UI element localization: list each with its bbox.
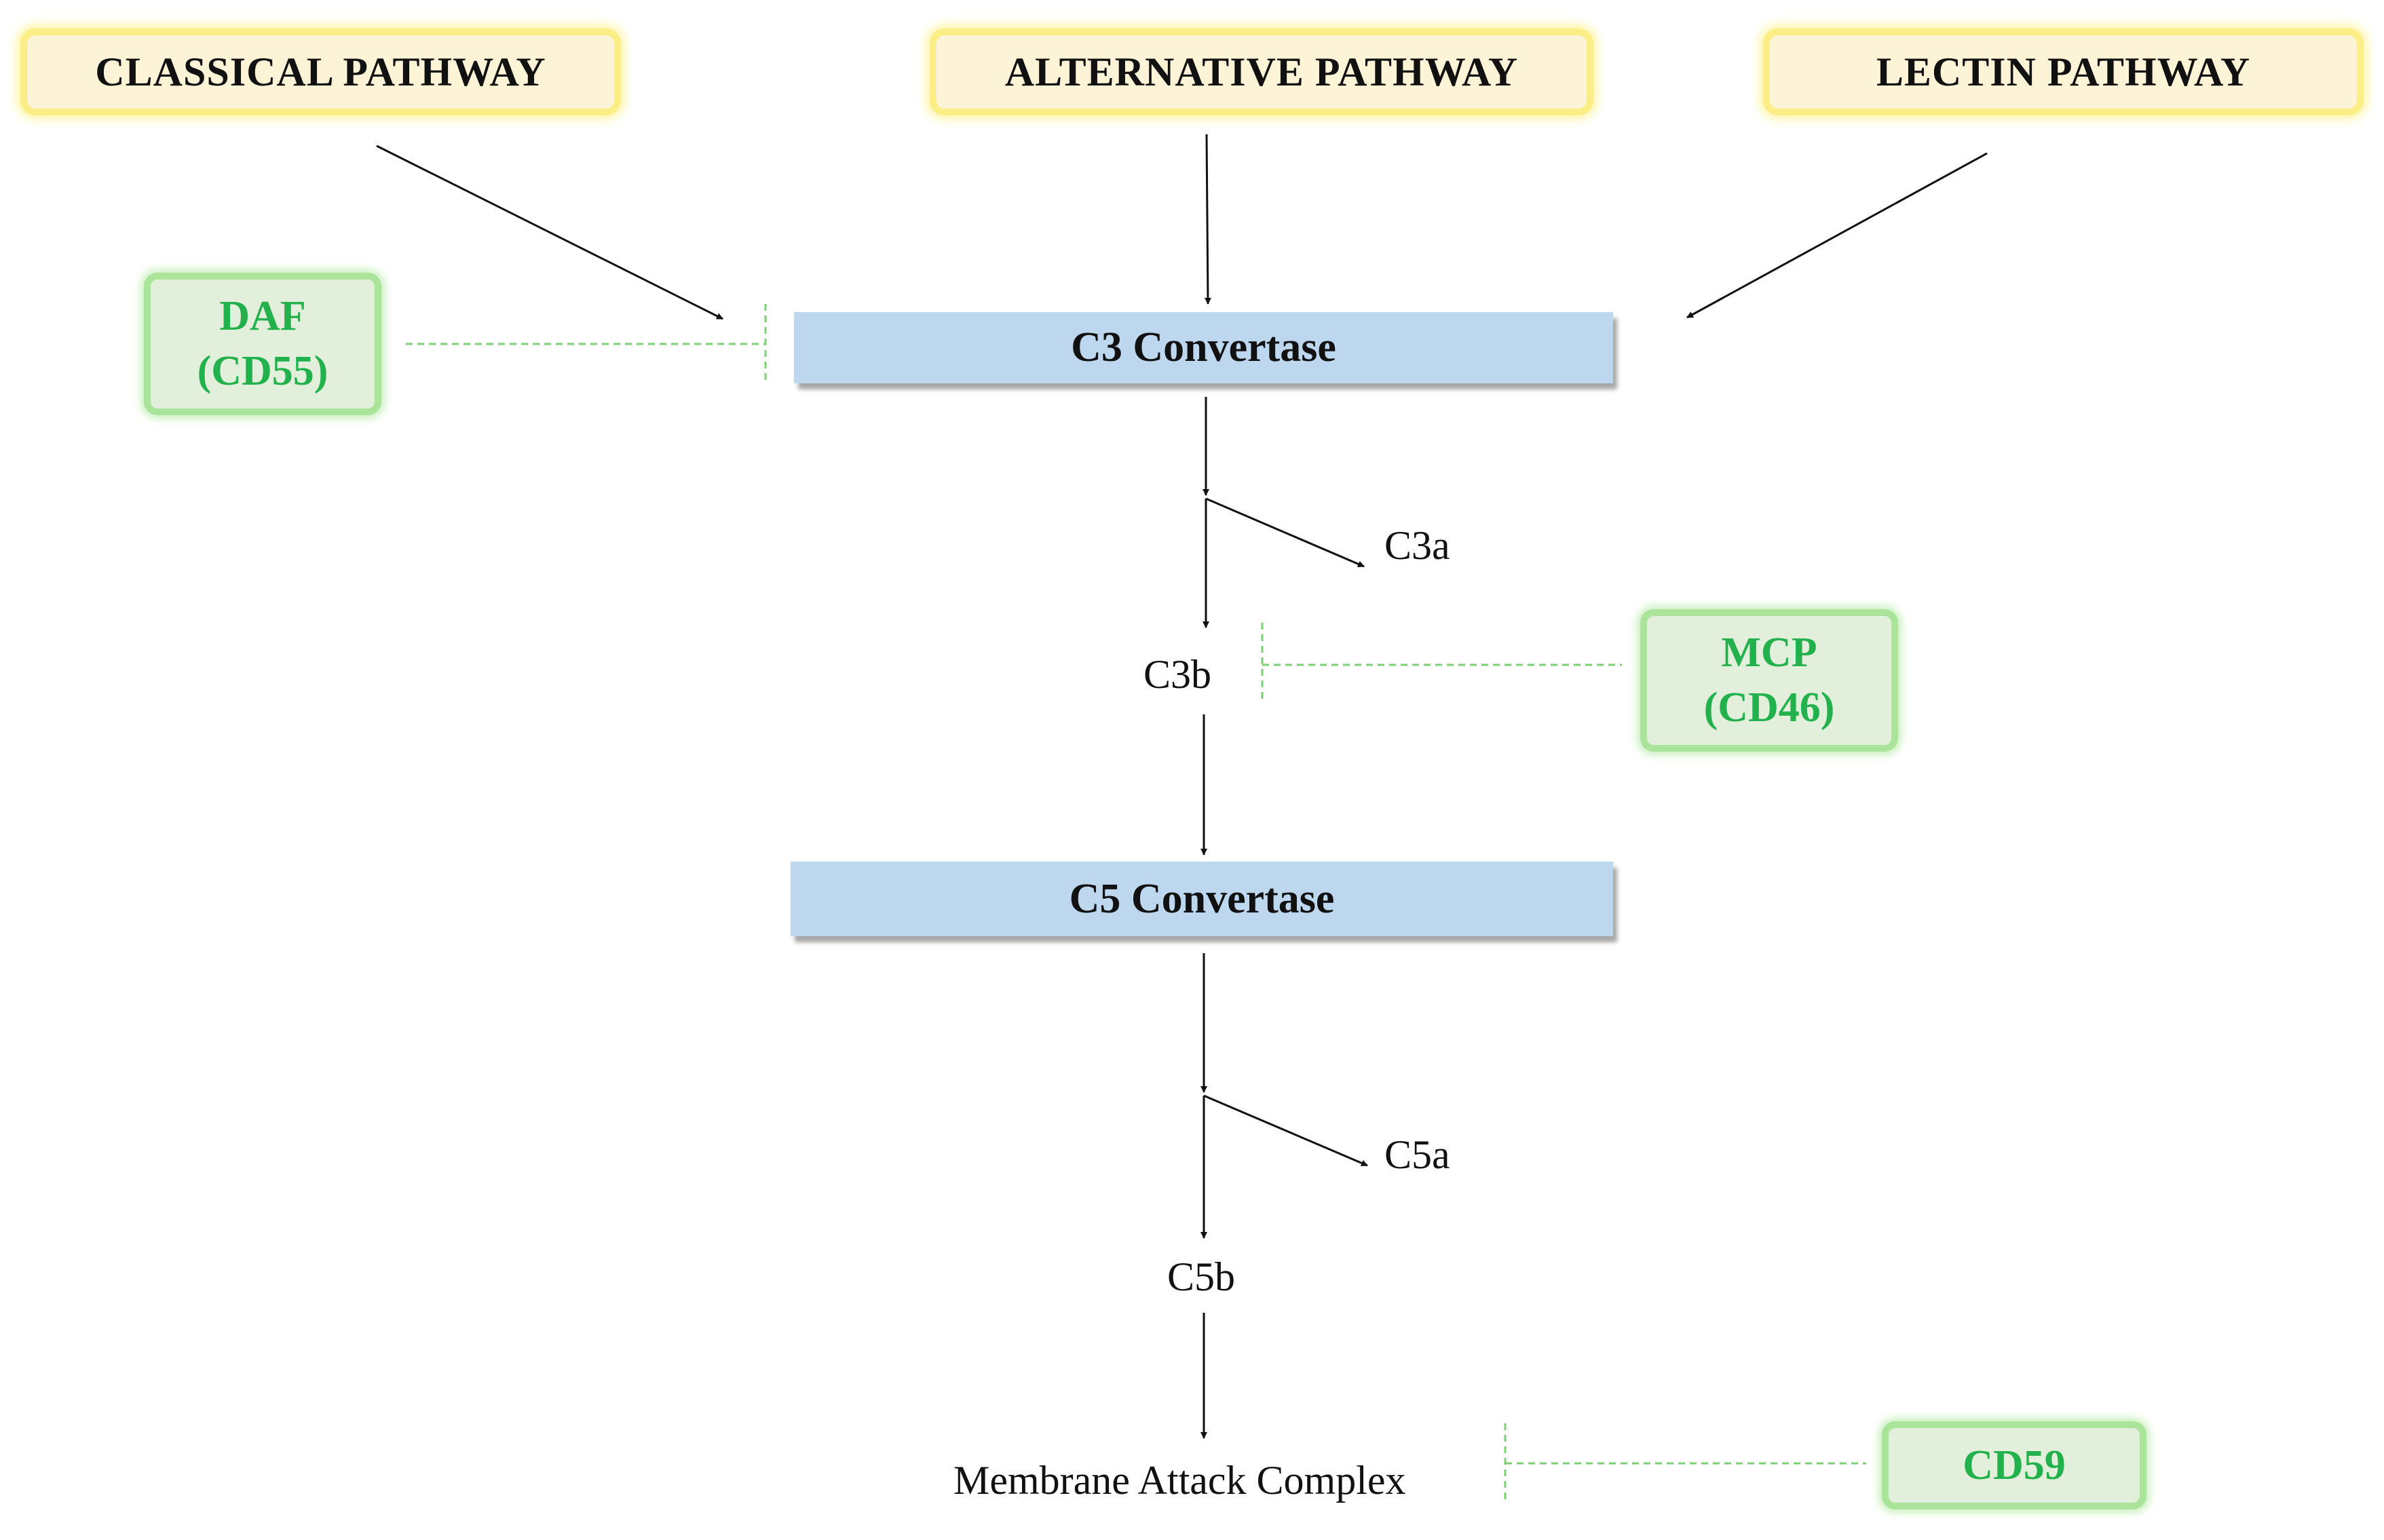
lectin-pathway-label: LECTIN PATHWAY <box>1876 49 2251 94</box>
c5b-label: C5b <box>1167 1254 1236 1299</box>
arrow-classical-to-c3 <box>376 145 723 320</box>
classical-pathway-box: CLASSICAL PATHWAY <box>20 28 621 115</box>
alternative-pathway-label: ALTERNATIVE PATHWAY <box>1004 49 1519 94</box>
daf-cd-label: (CD55) <box>197 348 328 394</box>
classical-pathway-label: CLASSICAL PATHWAY <box>95 49 546 94</box>
lectin-pathway-box: LECTIN PATHWAY <box>1763 28 2364 115</box>
daf-inhibitor-box: DAF (CD55) <box>144 273 381 415</box>
c5a-label: C5a <box>1384 1132 1450 1177</box>
mcp-cd-label: (CD46) <box>1703 685 1835 731</box>
c5-convertase-label: C5 Convertase <box>1069 875 1335 922</box>
c3-convertase-label: C3 Convertase <box>1071 324 1336 370</box>
c3a-label: C3a <box>1384 523 1450 568</box>
cd59-label: CD59 <box>1963 1442 2066 1488</box>
mcp-label: MCP <box>1721 630 1817 676</box>
arrow-to-c3a <box>1205 497 1365 568</box>
alternative-pathway-box: ALTERNATIVE PATHWAY <box>930 28 1593 115</box>
cd59-inhibitor-box: CD59 <box>1882 1421 2146 1509</box>
mcp-inhibitor-box: MCP (CD46) <box>1640 609 1898 752</box>
c5-convertase-box: C5 Convertase <box>791 862 1613 936</box>
c3b-label: C3b <box>1143 652 1212 697</box>
membrane-attack-complex-label: Membrane Attack Complex <box>953 1458 1406 1503</box>
c3-convertase-box: C3 Convertase <box>794 312 1613 383</box>
arrow-alternative-to-c3 <box>1204 134 1211 305</box>
arrow-lectin-to-c3 <box>1686 152 1988 319</box>
daf-label: DAF <box>219 293 306 340</box>
arrow-to-c5a <box>1203 1094 1368 1167</box>
